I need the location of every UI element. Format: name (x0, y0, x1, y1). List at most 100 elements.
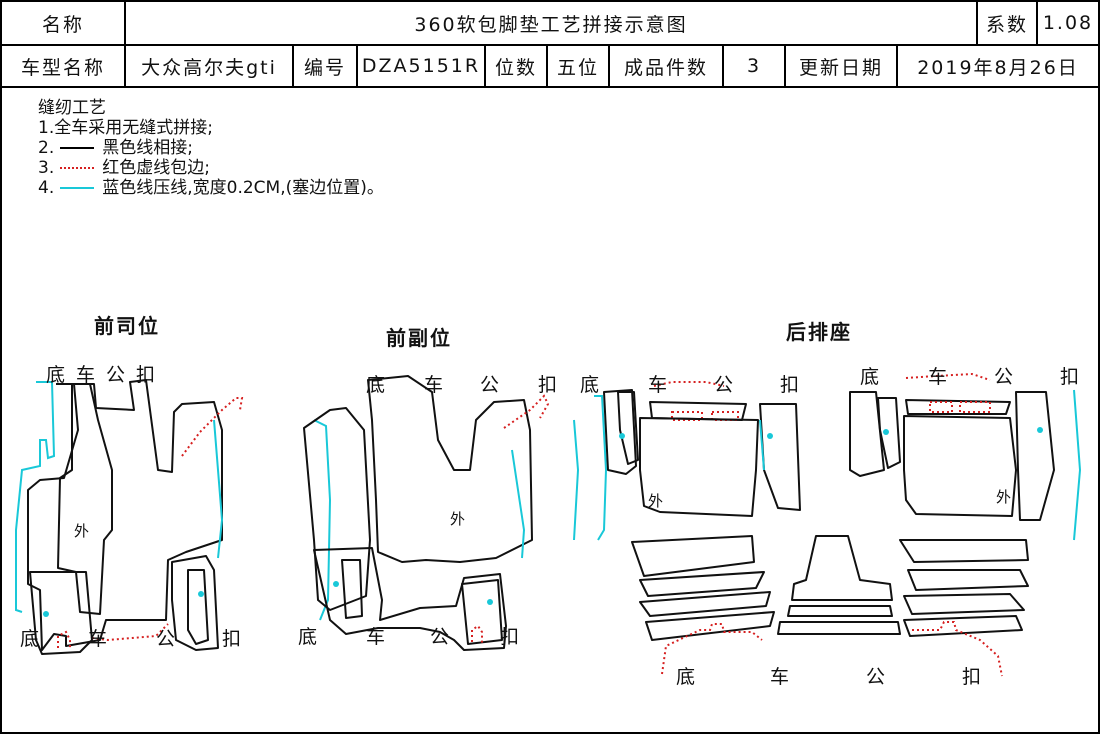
driver-press-right (213, 419, 224, 559)
driver-top-label-che: 车 (76, 364, 96, 386)
driver-bottom-label-che: 车 (88, 628, 108, 650)
rear-dot-d (1037, 427, 1043, 433)
rear-bottom-label-gong: 公 (866, 666, 886, 688)
note-line-4: 4. 蓝色线压线,宽度0.2CM,(塞边位置)。 (38, 178, 384, 198)
rear-bottom-label-che: 车 (770, 666, 790, 688)
section-driver-title: 前司位 (94, 314, 160, 338)
rear-left-side (603, 389, 637, 475)
passenger-top-label-gong: 公 (480, 374, 500, 396)
rear-left-slot-a (671, 411, 703, 421)
date-value: 2019年8月26日 (896, 44, 1100, 88)
driver-dot-left (43, 611, 49, 617)
passenger-bottom-label-gong: 公 (430, 626, 450, 648)
driver-hem-clip (57, 630, 71, 650)
rear-right-band-4 (903, 615, 1023, 637)
header-table: 名称 360软包脚垫工艺拼接示意图 系数 1.08 车型名称 大众高尔夫gti … (0, 0, 1100, 88)
rear-bottom-label-di: 底 (676, 666, 696, 688)
rear-center-strip-1 (787, 605, 893, 617)
rear-left-inner (617, 391, 639, 465)
driver-top-label-kou: 扣 (136, 364, 156, 386)
rear-left-outer-label: 外 (648, 492, 664, 510)
rear-right-press-far (1073, 389, 1082, 541)
rear-right-inner (877, 397, 901, 469)
note-line-2: 2. 黑色线相接; (38, 138, 384, 158)
passenger-top-label-che: 车 (424, 374, 444, 396)
sewing-notes: 缝纫工艺 1.全车采用无缝式拼接; 2. 黑色线相接; 3. 红色虚线包边; 4… (38, 98, 384, 198)
rear-right-band-3 (903, 593, 1025, 615)
rear-center-hump (791, 535, 893, 601)
rear-left-band-1 (631, 535, 755, 577)
model-value: 大众高尔夫gti (124, 44, 294, 88)
passenger-bottom-label-che: 车 (366, 626, 386, 648)
passenger-left-panel (303, 407, 371, 611)
driver-left-strip (15, 381, 56, 613)
note-line-3: 3. 红色虚线包边; (38, 158, 384, 178)
driver-outer-label: 外 (74, 522, 90, 540)
passenger-bottom-label-di: 底 (298, 626, 318, 648)
passenger-main-body (367, 375, 533, 563)
driver-right-piece (171, 555, 219, 651)
driver-mat-pattern (15, 379, 244, 655)
passenger-top-label-kou: 扣 (538, 374, 558, 396)
driver-right-slot (187, 569, 209, 645)
section-passenger-title: 前副位 (386, 326, 452, 350)
rear-left-band-4 (645, 611, 775, 641)
rear-right-top-label-gong: 公 (994, 366, 1014, 388)
driver-dot-right (198, 591, 204, 597)
rear-left-strip (594, 395, 608, 541)
note-4-number: 4. (38, 178, 55, 198)
rear-right-main (903, 415, 1017, 517)
passenger-press-right (511, 449, 526, 559)
note-3-number: 3. (38, 158, 55, 178)
driver-bottom-label-gong: 公 (156, 628, 176, 650)
rear-right-side-left (849, 391, 885, 477)
rear-left-top-label-che: 车 (648, 374, 668, 396)
rear-dot-a (619, 433, 625, 439)
note-3-text: 红色虚线包边; (102, 158, 210, 178)
rear-right-band-1 (899, 539, 1029, 563)
rear-left-right-side (759, 403, 801, 511)
seats-value: 五位 (546, 44, 610, 88)
rear-right-slot-a (929, 401, 953, 413)
driver-top-label-di: 底 (46, 364, 66, 386)
date-label: 更新日期 (784, 44, 898, 88)
note-2-number: 2. (38, 138, 55, 158)
notes-heading: 缝纫工艺 (38, 98, 106, 118)
passenger-mat-pattern (303, 375, 550, 651)
driver-hem-bottom (91, 623, 169, 642)
rear-center-strip-2 (777, 621, 901, 635)
rear-bottom-label-kou: 扣 (962, 666, 982, 688)
driver-hem-top-right (181, 397, 244, 457)
rear-right-top-label-kou: 扣 (1060, 366, 1080, 388)
code-value: DZA5151R (356, 44, 486, 88)
passenger-dot-right (487, 599, 493, 605)
rear-right-top-bar (905, 399, 1011, 415)
rear-left-main (639, 417, 759, 517)
cyan-line-swatch (60, 187, 95, 189)
section-rear-title: 后排座 (786, 320, 852, 344)
rear-dot-b (767, 433, 773, 439)
red-dotted-swatch (60, 167, 95, 169)
rear-right-outer-label: 外 (996, 488, 1012, 506)
rear-left-top-label-di: 底 (580, 374, 600, 396)
rear-left-band-2 (639, 571, 765, 597)
passenger-right-pocket (461, 579, 503, 645)
model-label: 车型名称 (0, 44, 126, 88)
driver-bottom-left (29, 571, 93, 655)
coef-label: 系数 (976, 0, 1038, 46)
driver-bottom-label-kou: 扣 (222, 628, 242, 650)
name-label: 名称 (0, 0, 126, 46)
rear-left-top-label-gong: 公 (714, 374, 734, 396)
pieces-label: 成品件数 (608, 44, 724, 88)
code-label: 编号 (292, 44, 358, 88)
note-line-1: 1.全车采用无缝式拼接; (38, 118, 213, 138)
driver-bottom-label-di: 底 (20, 628, 40, 650)
rear-right-top-label-di: 底 (860, 366, 880, 388)
rear-mat-pattern (573, 372, 1082, 677)
passenger-top-label-di: 底 (366, 374, 386, 396)
passenger-dot-left (333, 581, 339, 587)
passenger-bottom-label-kou: 扣 (500, 626, 520, 648)
passenger-hem-clip (471, 624, 483, 644)
